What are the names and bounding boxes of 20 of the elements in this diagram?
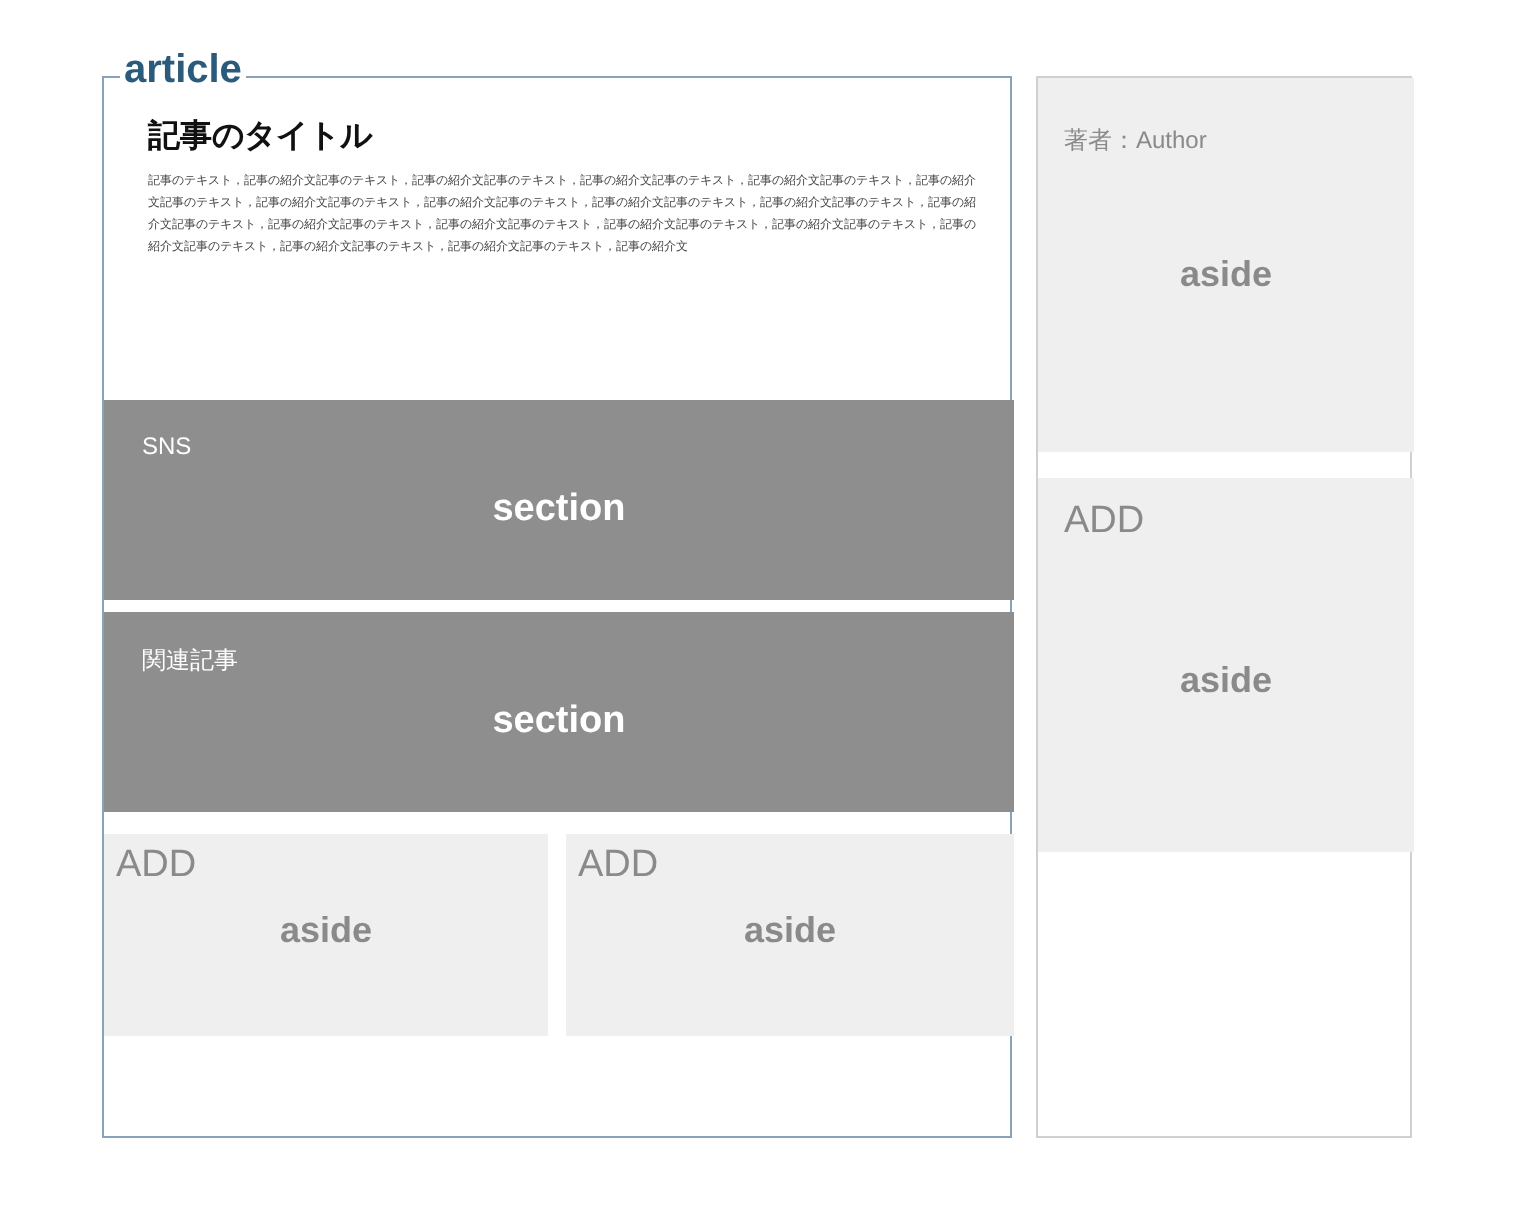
aside-label: 著者：Author <box>1064 124 1207 158</box>
aside-box <box>104 834 548 1036</box>
section-box <box>104 612 1014 812</box>
column-box <box>1036 76 1412 1138</box>
article-title: 記事のタイトル <box>148 117 372 158</box>
aside-heading: aside <box>741 910 839 952</box>
section-label: SNS <box>142 432 192 460</box>
aside-label: ADD <box>1064 500 1145 544</box>
aside-label: ADD <box>116 844 197 888</box>
aside-label: ADD <box>578 844 659 888</box>
aside-box <box>1038 478 1414 852</box>
aside-heading: aside <box>1177 660 1275 702</box>
aside-heading: aside <box>277 910 375 952</box>
aside-box <box>566 834 1014 1036</box>
section-heading: section <box>490 700 628 744</box>
aside-box <box>1038 78 1414 452</box>
section-label: 関連記事 <box>142 644 238 678</box>
aside-heading: aside <box>1177 254 1275 296</box>
section-box <box>104 400 1014 600</box>
section-heading: section <box>490 488 628 532</box>
